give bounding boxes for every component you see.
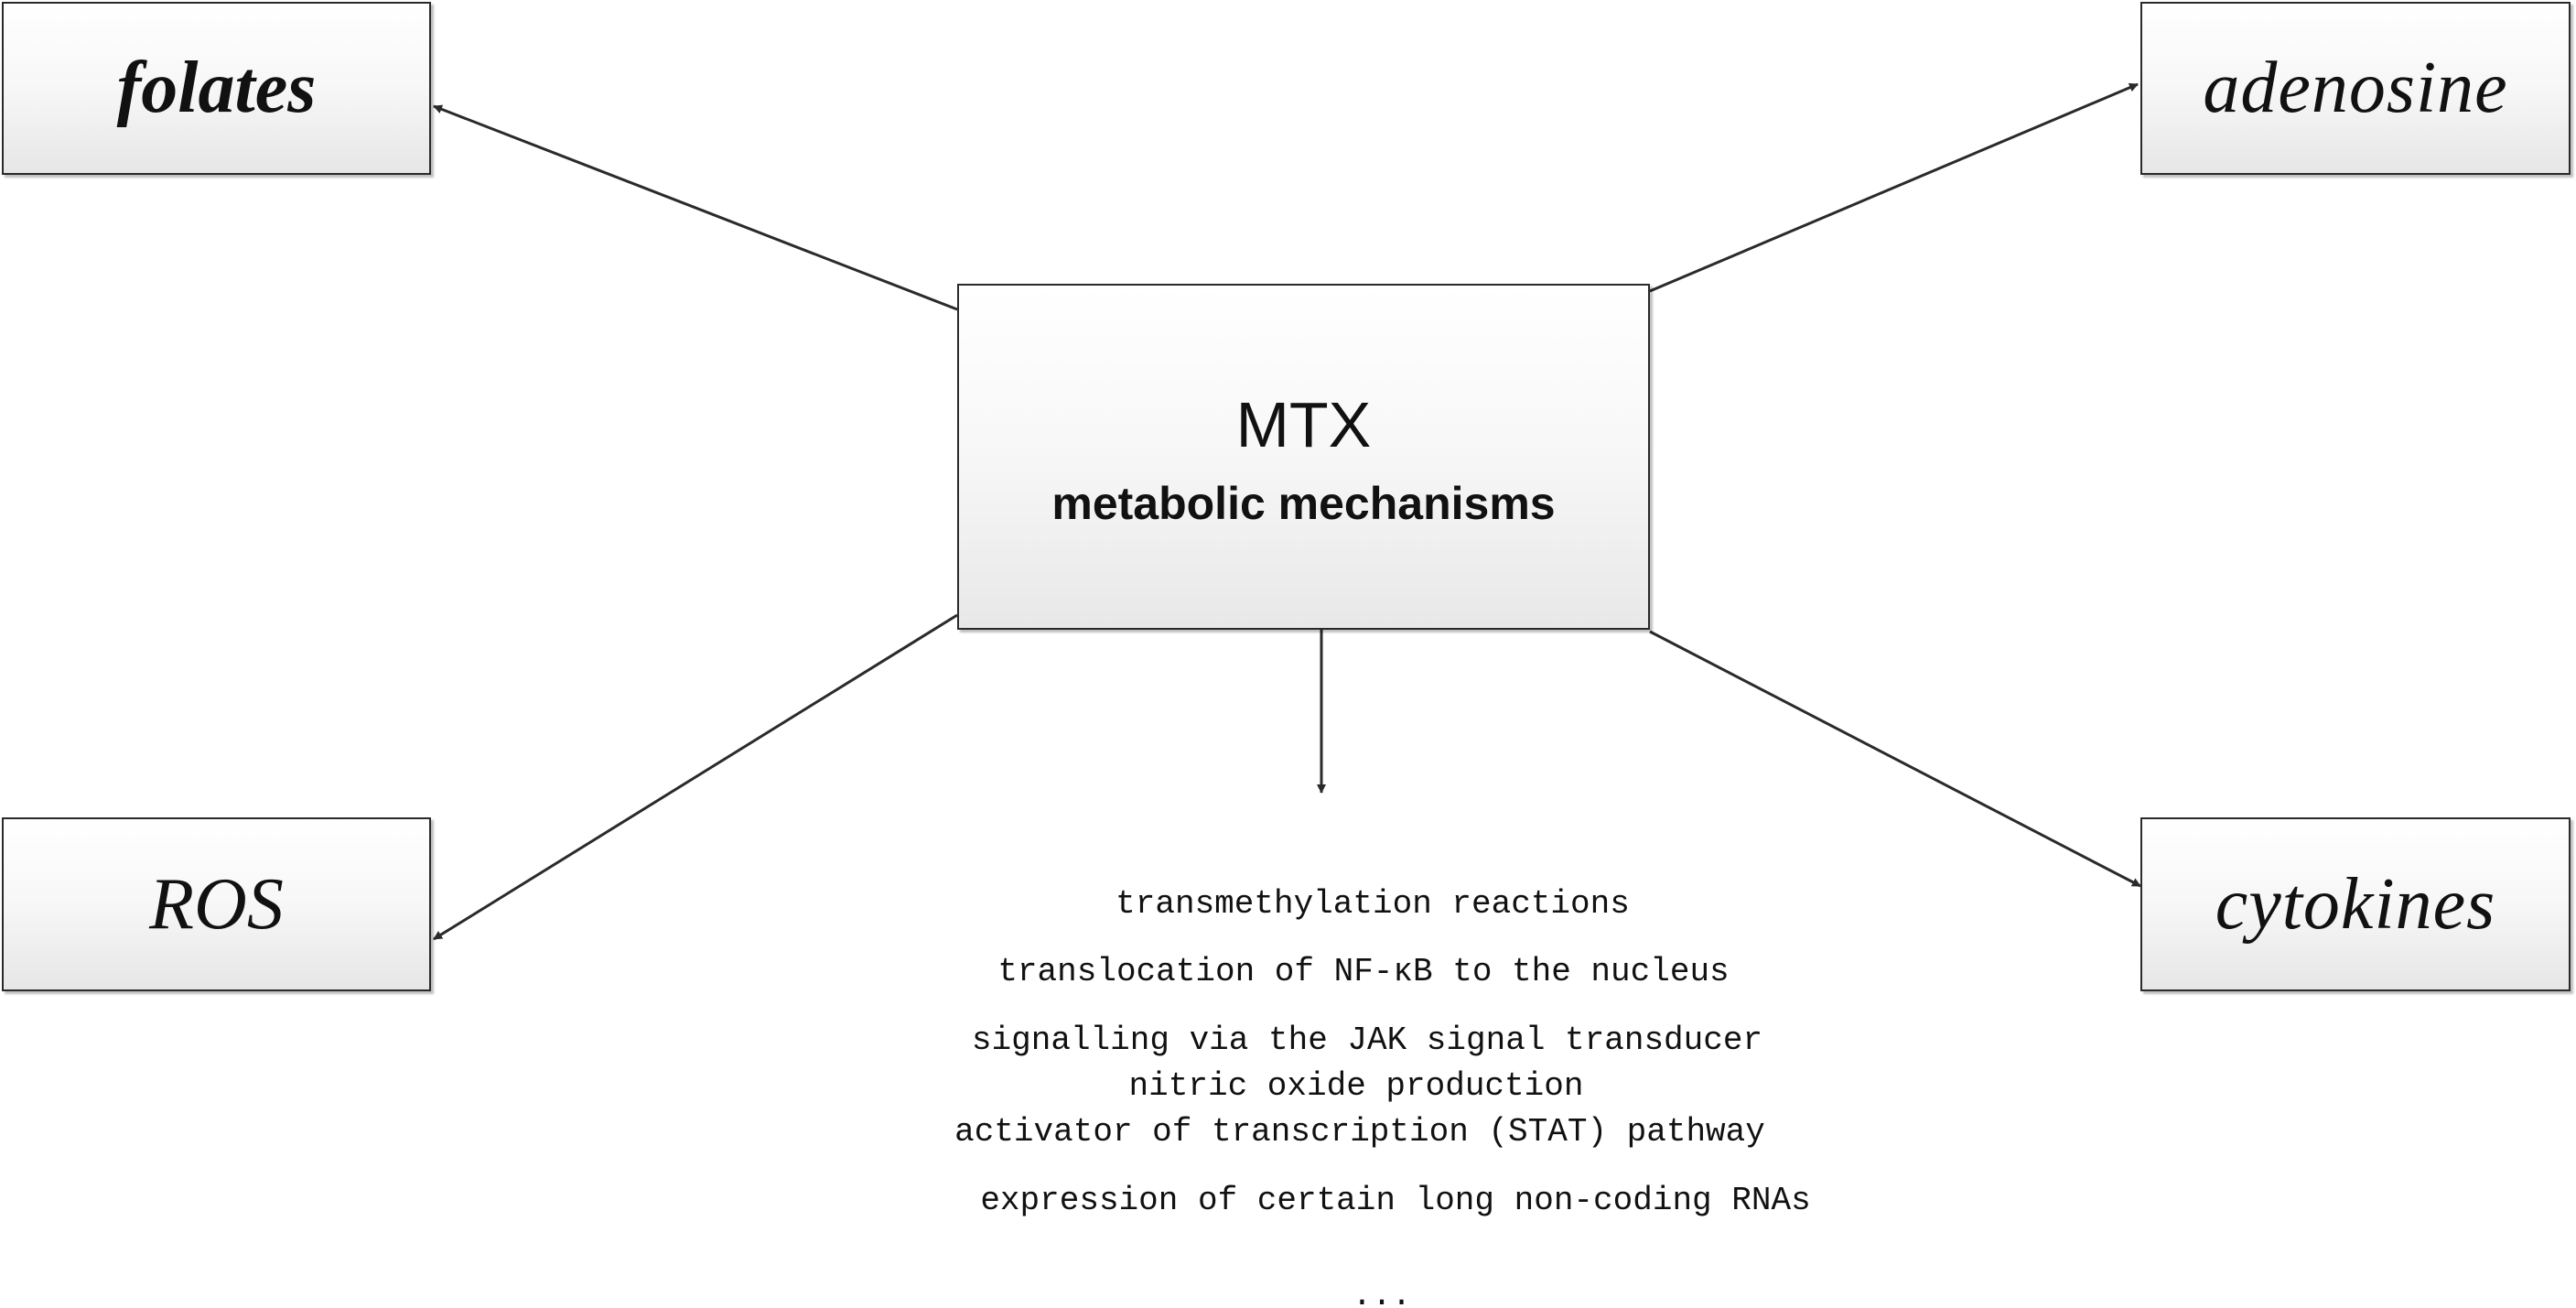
ros-box: ROS	[2, 817, 431, 991]
arrow-to-folates	[433, 104, 958, 311]
cytokines-box: cytokines	[2140, 817, 2571, 991]
mechanism-item: nitric oxide production	[1128, 1067, 1584, 1105]
mechanism-item: transmethylation reactions	[1116, 885, 1630, 923]
mtx-center-box: MTX metabolic mechanisms	[957, 284, 1650, 630]
arrow-to-ros	[433, 613, 958, 941]
adenosine-box: adenosine	[2140, 2, 2571, 175]
adenosine-label: adenosine	[2203, 48, 2508, 128]
arrow-to-adenosine	[1649, 82, 2139, 293]
arrow-to-cytokines	[1649, 630, 2141, 888]
folates-label: folates	[116, 48, 317, 128]
mechanism-item: expression of certain long non-coding RN…	[980, 1182, 1811, 1219]
center-title: MTX	[1235, 389, 1372, 460]
center-subtitle: metabolic mechanisms	[1051, 478, 1556, 529]
mechanism-item: translocation of NF-κB to the nucleus	[997, 953, 1730, 990]
mechanism-item: activator of transcription (STAT) pathwa…	[954, 1113, 1765, 1151]
mechanism-item: signalling via the JAK signal transducer	[971, 1022, 1763, 1059]
mechanism-ellipsis: ...	[1352, 1277, 1412, 1308]
cytokines-label: cytokines	[2215, 863, 2496, 945]
folates-box: folates	[2, 2, 431, 175]
ros-label: ROS	[149, 863, 284, 945]
